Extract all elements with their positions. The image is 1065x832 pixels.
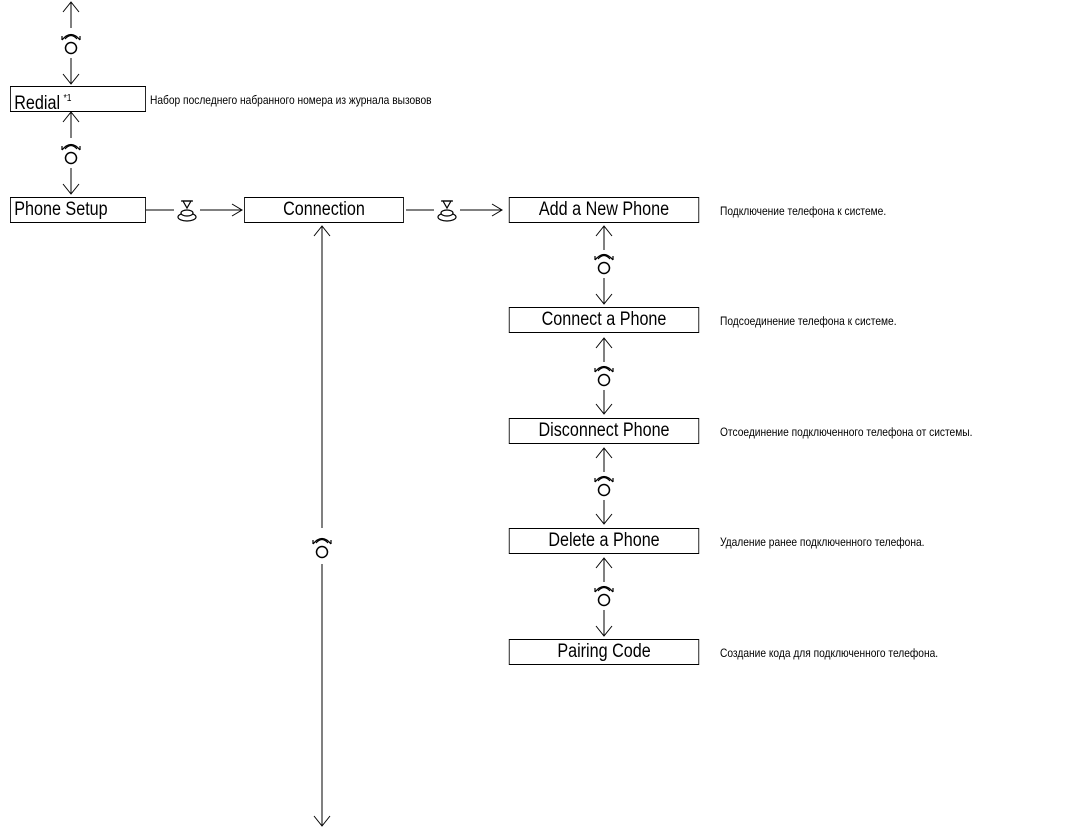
menu-item-label: Redial (14, 93, 61, 114)
menu-item-add-a-new-phone[interactable]: Add a New Phone (508, 197, 700, 223)
rotary-knob-icon (61, 143, 81, 165)
menu-item-delete-a-phone[interactable]: Delete a Phone (508, 528, 700, 554)
footnote-mark: *1 (63, 93, 72, 104)
menu-item-redial[interactable]: Redial*1 (10, 86, 146, 114)
rotary-knob-icon (61, 33, 81, 55)
menu-item-description: Набор последнего набранного номера из жу… (150, 93, 432, 107)
push-button-icon (437, 200, 457, 222)
menu-item-description: Удаление ранее подключенного телефона. (720, 535, 925, 549)
push-button-icon (177, 200, 197, 222)
menu-item-description: Отсоединение подключенного телефона от с… (720, 425, 973, 439)
menu-item-label: Connect a Phone (541, 309, 667, 330)
menu-item-label: Add a New Phone (538, 199, 670, 220)
menu-item-label: Connection (283, 199, 365, 220)
menu-item-label: Pairing Code (557, 641, 651, 662)
rotary-knob-icon (594, 253, 614, 275)
menu-item-label: Delete a Phone (548, 530, 660, 551)
menu-item-phone-setup[interactable]: Phone Setup (10, 197, 146, 223)
menu-item-label: Disconnect Phone (538, 420, 670, 441)
menu-item-disconnect-phone[interactable]: Disconnect Phone (508, 418, 700, 444)
menu-item-pairing-code[interactable]: Pairing Code (508, 639, 700, 665)
menu-item-connection[interactable]: Connection (244, 197, 404, 223)
menu-item-description: Подключение телефона к системе. (720, 204, 887, 218)
rotary-knob-icon (594, 475, 614, 497)
rotary-knob-icon (312, 537, 332, 559)
menu-item-description: Создание кода для подключенного телефона… (720, 646, 939, 660)
menu-item-connect-a-phone[interactable]: Connect a Phone (508, 307, 700, 333)
menu-item-label: Phone Setup (14, 199, 108, 220)
menu-item-description: Подсоединение телефона к системе. (720, 314, 897, 328)
rotary-knob-icon (594, 365, 614, 387)
rotary-knob-icon (594, 585, 614, 607)
